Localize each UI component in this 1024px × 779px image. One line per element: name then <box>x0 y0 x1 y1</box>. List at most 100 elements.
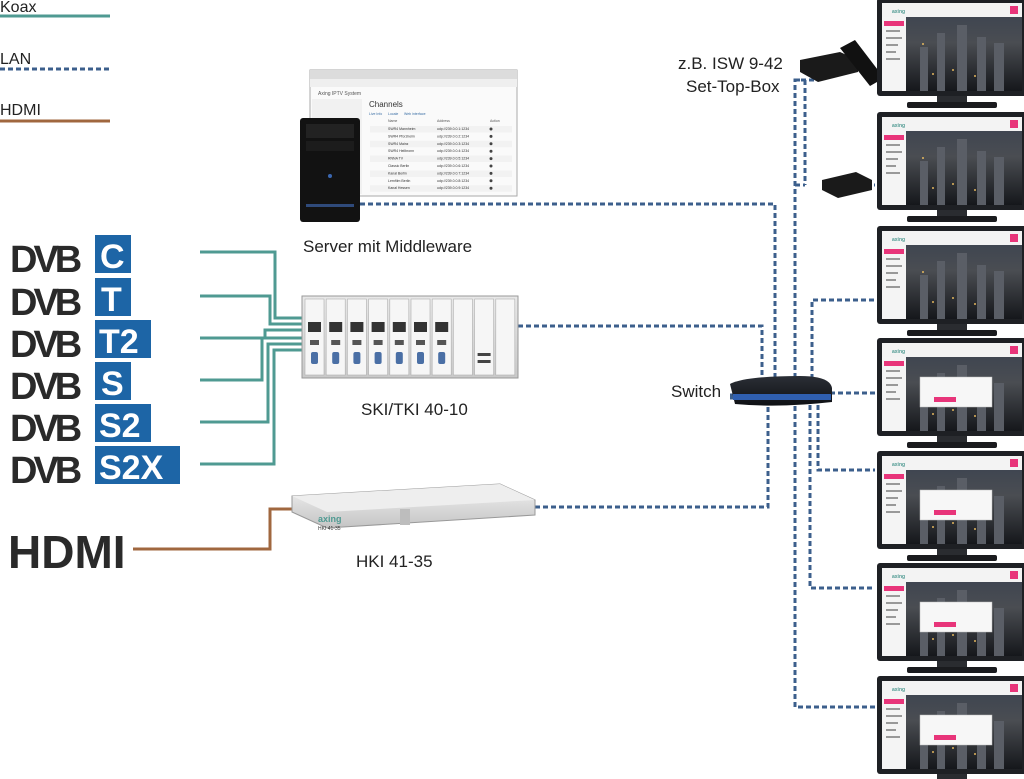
dvb-variant-s: S <box>101 365 124 403</box>
server-channels-heading: Channels <box>369 100 403 109</box>
set-top-box-2 <box>822 172 872 198</box>
rack-module <box>304 298 325 376</box>
dvb-s2-logo: DVB S2 <box>10 404 151 450</box>
server-tab-0: Live Info <box>369 112 382 116</box>
hdmi-line <box>133 507 292 551</box>
legend-koax-label: Koax <box>0 0 36 16</box>
action-icon <box>489 171 493 175</box>
tv-brand: axing <box>892 349 905 355</box>
action-icon <box>489 157 493 161</box>
channel-address: udp://239.0.0.8:1234 <box>437 179 469 183</box>
server-col-action: Action <box>490 119 500 123</box>
switch-label: Switch <box>671 382 721 401</box>
tv-brand: axing <box>892 574 905 580</box>
legend: Koax LAN HDMI <box>0 0 110 123</box>
stb-label-line2: Set-Top-Box <box>686 77 780 96</box>
rack-module <box>325 298 346 376</box>
server-label: Server mit Middleware <box>303 237 472 256</box>
tv-brand: axing <box>892 9 905 15</box>
tv-monitor: axing <box>877 226 1024 336</box>
ski-tki-rack <box>301 295 519 379</box>
tv-monitors: axing axing axing axing axing axing axing <box>877 0 1024 779</box>
tv-monitor: axing <box>877 563 1024 673</box>
channel-address: udp://239.0.0.7:1234 <box>437 171 469 175</box>
dvb-variant-t2: T2 <box>99 323 139 361</box>
channel-name: RNNA TV <box>388 157 404 161</box>
server-tab-2: Web interface <box>404 112 426 116</box>
server-tab-1: Locale <box>388 112 398 116</box>
hki-device: axing HKI 41-35 <box>291 483 536 532</box>
dvb-variant-t: T <box>101 281 122 319</box>
table-row <box>370 177 512 185</box>
action-icon <box>489 127 493 131</box>
channel-address: udp://239.0.0.6:1234 <box>437 164 469 168</box>
hki-label: HKI 41-35 <box>356 552 433 571</box>
dvb-brand-text: DVB <box>10 324 81 366</box>
dvb-brand-text: DVB <box>10 282 81 324</box>
channel-address: udp://239.0.0.3:1234 <box>437 142 469 146</box>
tv-monitor: axing <box>877 451 1024 561</box>
stb-label-line1: z.B. ISW 9-42 <box>678 54 783 73</box>
tv-monitor: axing <box>877 112 1024 222</box>
action-icon <box>489 186 493 190</box>
channel-address: udp://239.0.0.1:1234 <box>437 127 469 131</box>
tv-brand: axing <box>892 462 905 468</box>
channel-address: udp://239.0.0.4:1234 <box>437 149 469 153</box>
dvb-brand-text: DVB <box>10 239 81 281</box>
dvb-variant-s2x: S2X <box>99 449 164 487</box>
table-row <box>370 185 512 192</box>
rack-module <box>431 298 452 376</box>
set-top-box-1 <box>800 40 884 86</box>
dvb-variant-s2: S2 <box>99 407 141 445</box>
hki-brand: axing <box>318 514 342 524</box>
rack-module <box>368 298 388 376</box>
rack-module <box>347 298 367 376</box>
channel-name: Kanal Berlin <box>388 171 407 175</box>
tv-monitor: axing <box>877 676 1024 779</box>
table-row <box>370 170 512 177</box>
legend-hdmi-label: HDMI <box>0 102 41 119</box>
coax-lines <box>200 250 302 466</box>
server-app-title: Axing IPTV System <box>318 91 361 97</box>
rack-module <box>474 298 494 376</box>
switch-device <box>730 376 832 406</box>
action-icon <box>489 179 493 183</box>
channel-name: SWR4 Pforzheim <box>388 134 415 138</box>
dvb-brand-text: DVB <box>10 450 81 492</box>
legend-lan-label: LAN <box>0 51 31 68</box>
dvb-s-logo: DVB S <box>10 362 131 408</box>
table-row <box>370 155 512 163</box>
tv-brand: axing <box>892 123 905 129</box>
channel-name: SWR4 Mainz <box>388 142 409 146</box>
action-icon <box>489 142 493 146</box>
channel-address: udp://239.0.0.2:1234 <box>437 134 469 138</box>
channel-name: Kanal Hessen <box>388 186 410 190</box>
dvb-c-logo: DVB C <box>10 235 131 281</box>
dvb-brand-text: DVB <box>10 366 81 408</box>
table-row <box>370 163 512 170</box>
dvb-t2-logo: DVB T2 <box>10 320 151 366</box>
rack-module <box>453 298 473 376</box>
rack-module <box>495 298 516 376</box>
hki-model: HKI 41-35 <box>318 526 341 532</box>
dvb-brand-text: DVB <box>10 408 81 450</box>
ski-tki-label: SKI/TKI 40-10 <box>361 400 468 419</box>
action-icon <box>489 134 493 138</box>
dvb-t-logo: DVB T <box>10 278 131 324</box>
tv-monitor: axing <box>877 0 1024 108</box>
hdmi-source-label: HDMI <box>8 526 126 578</box>
server-col-name: Name <box>388 119 397 123</box>
table-row <box>370 126 512 133</box>
tv-brand: axing <box>892 687 905 693</box>
server-col-address: Address <box>437 119 450 123</box>
channel-name: SWR4 Mannheim <box>388 127 416 131</box>
channel-name: Lernfilm Berlin <box>388 179 410 183</box>
action-icon <box>489 149 493 153</box>
tv-monitor: axing <box>877 338 1024 448</box>
dvb-logos: DVB C DVB T DVB T2 DVB S DVB S2 DVB S2X <box>10 235 180 492</box>
channel-address: udp://239.0.0.5:1234 <box>437 157 469 161</box>
channel-address: udp://239.0.0.9:1234 <box>437 186 469 190</box>
action-icon <box>489 164 493 168</box>
